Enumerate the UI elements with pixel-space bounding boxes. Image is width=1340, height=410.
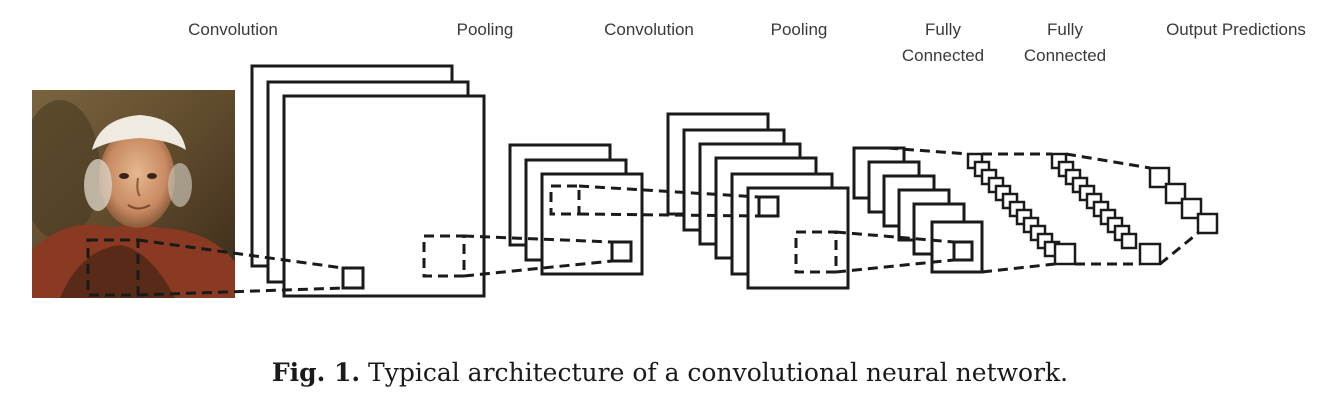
output-connection-line <box>1159 231 1199 266</box>
pool1-conv-window <box>549 184 581 216</box>
fc1-neuron <box>1053 242 1077 266</box>
figure-caption: Fig. 1. Typical architecture of a convol… <box>0 358 1340 387</box>
fc1-neurons <box>966 152 1077 266</box>
conv1-pool-window <box>422 234 466 278</box>
pool2-feature-maps <box>852 146 984 274</box>
fc2-neuron <box>1120 232 1138 250</box>
label-fc1-line2: Connected <box>901 46 985 65</box>
input-receptive-window <box>86 238 140 297</box>
connection-line <box>463 259 613 278</box>
output-neuron <box>1148 166 1171 189</box>
label-conv1: Convolution <box>178 17 288 43</box>
label-conv1-line: Convolution <box>188 20 278 39</box>
label-fc1-line1: Fully <box>925 20 961 39</box>
connection-line <box>835 258 955 274</box>
fc-connection-line <box>887 146 969 156</box>
connection-line <box>137 286 344 297</box>
label-fc1: Fully Connected <box>888 17 998 69</box>
stage-labels: Convolution Pooling Convolution Pooling … <box>0 0 1340 80</box>
fc2-neuron <box>1138 242 1162 266</box>
output-neuron <box>1164 182 1187 205</box>
input-portrait-image <box>32 90 235 298</box>
pool1-receptive-field <box>610 240 633 263</box>
conv1-receptive-field <box>341 266 365 290</box>
fc-connection-line <box>981 262 1056 274</box>
caption-text: Typical architecture of a convolutional … <box>360 358 1069 387</box>
label-pool2: Pooling <box>754 17 844 43</box>
connection-line <box>463 234 613 244</box>
receptive-field-connections <box>86 146 1199 297</box>
conv2-pool-window <box>794 230 838 274</box>
label-pool1: Pooling <box>440 17 530 43</box>
conv1-feature-maps <box>250 64 486 298</box>
label-fc2-line1: Fully <box>1047 20 1083 39</box>
connection-line <box>835 230 955 244</box>
conv1-map <box>282 94 486 298</box>
connection-line <box>578 212 760 218</box>
pool2-receptive-field <box>952 240 974 262</box>
label-output-line: Output Predictions <box>1166 20 1306 39</box>
label-fc2-line2: Connected <box>1023 46 1107 65</box>
output-connection-line <box>1065 152 1151 170</box>
label-fc2: Fully Connected <box>1010 17 1120 69</box>
connection-line <box>137 238 344 270</box>
caption-prefix: Fig. 1. <box>271 358 361 387</box>
connection-line <box>578 184 760 199</box>
label-conv2: Convolution <box>593 17 705 43</box>
pool2-map <box>930 220 984 274</box>
label-output: Output Predictions <box>1146 17 1326 43</box>
conv2-receptive-field <box>757 195 780 218</box>
output-neuron <box>1196 212 1219 235</box>
pool1-feature-maps <box>508 143 644 276</box>
output-neuron <box>1180 197 1203 220</box>
label-pool2-line: Pooling <box>770 20 828 39</box>
fc2-neurons <box>1050 152 1162 266</box>
label-conv2-line: Convolution <box>604 20 694 39</box>
output-neurons <box>1148 166 1219 235</box>
label-pool1-line: Pooling <box>456 20 514 39</box>
conv2-feature-maps <box>666 112 850 290</box>
pool1-map <box>540 172 644 276</box>
